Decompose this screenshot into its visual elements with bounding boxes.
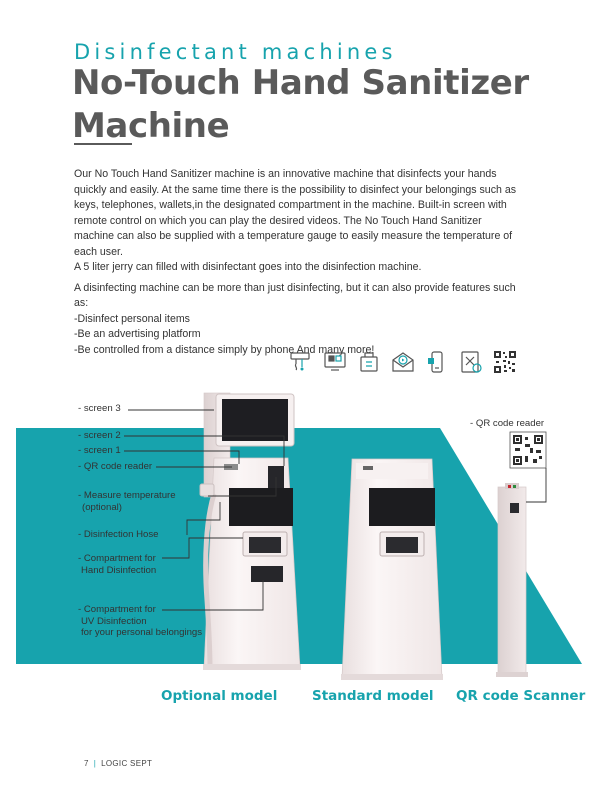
qr-scanner-pole xyxy=(496,431,547,677)
body-text: Our No Touch Hand Sanitizer machine is a… xyxy=(74,167,524,358)
sanitizer-dispenser-icon xyxy=(288,348,314,376)
paragraph-intro: Our No Touch Hand Sanitizer machine is a… xyxy=(74,168,517,258)
mobile-control-icon xyxy=(424,348,450,376)
video-mail-icon xyxy=(390,348,416,376)
callout-hand-compartment: - Compartment for Hand Disinfection xyxy=(78,553,157,576)
label-standard-model: Standard model xyxy=(312,688,434,704)
callout-screen-2: - screen 2 xyxy=(78,430,121,441)
callout-screen-1: - screen 1 xyxy=(78,445,121,456)
callout-qr-reader-scanner: - QR code reader xyxy=(470,418,545,429)
title-underline xyxy=(74,143,132,145)
standard-model-machine xyxy=(341,458,443,680)
footer-brand: LOGIC SEPT xyxy=(101,759,153,768)
phone-disinfect-icon xyxy=(356,348,382,376)
callout-uv-compartment: - Compartment for UV Disinfection for yo… xyxy=(78,604,203,638)
paragraph-features: A disinfecting machine can be more than … xyxy=(74,281,516,310)
page-number: 7 xyxy=(84,759,89,768)
page-footer: 7 | LOGIC SEPT xyxy=(84,759,152,768)
feature-icons xyxy=(288,347,518,377)
callout-qr-reader: - QR code reader xyxy=(78,461,153,472)
paragraph-jerrycan: A 5 liter jerry can filled with disinfec… xyxy=(74,261,422,273)
optional-model-machine xyxy=(199,392,301,670)
page-title: No-Touch Hand Sanitizer Machine xyxy=(72,63,529,146)
label-qr-scanner: QR code Scanner xyxy=(456,688,586,704)
qr-code-icon xyxy=(492,348,518,376)
no-touch-icon xyxy=(458,348,484,376)
teal-background xyxy=(16,428,582,664)
feature-item: -Disinfect personal items xyxy=(74,312,190,325)
section-kicker: Disinfectant machines xyxy=(74,40,397,64)
qr-screen-icon xyxy=(322,348,348,376)
feature-item: -Be an advertising platform xyxy=(74,328,201,340)
footer-separator: | xyxy=(93,759,97,768)
callout-disinfection-hose: - Disinfection Hose xyxy=(78,529,159,540)
callout-measure-temperature: - Measure temperature (optional) xyxy=(78,490,176,513)
callout-lines xyxy=(124,409,285,611)
callout-screen-3: - screen 3 xyxy=(78,403,121,414)
label-optional-model: Optional model xyxy=(161,688,278,704)
machines-illustration xyxy=(124,392,547,680)
